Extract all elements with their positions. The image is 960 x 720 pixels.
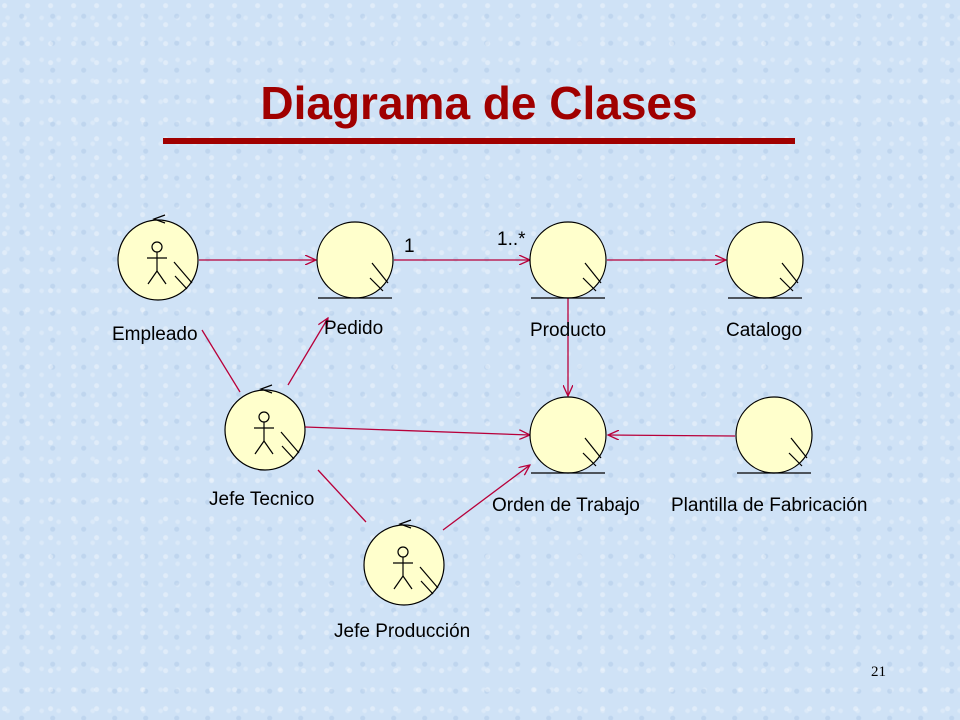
multiplicity-source: 1 [404,236,415,257]
edge-empleado-jefe-tecnico [201,329,241,393]
page-number: 21 [871,664,886,680]
node-label-pedido: Pedido [324,318,383,339]
actor-icon [254,411,274,455]
slide-title: Diagrama de Clases [260,77,698,129]
edge-jefe-tecnico-jefe-produccion [317,469,367,523]
node-jefe-produccion[interactable]: Jefe Producción [334,519,470,642]
node-empleado[interactable]: Empleado [112,214,199,345]
node-jefe-tecnico[interactable]: Jefe Tecnico [209,384,314,510]
node-label-jefe-produccion: Jefe Producción [334,621,470,642]
node-plantilla-fabricacion[interactable]: Plantilla de Fabricación [671,396,867,516]
edge-jefe-tecnico-orden-trabajo [304,426,530,435]
edge-jefe-tecnico-pedido [287,318,328,386]
node-label-empleado: Empleado [112,324,198,345]
node-label-catalogo: Catalogo [726,320,802,341]
multiplicity-target: 1..* [497,229,526,250]
edge-jefe-produccion-orden-trabajo [442,465,530,531]
node-producto[interactable]: Producto [529,221,607,341]
node-label-producto: Producto [530,320,606,341]
node-label-orden-trabajo: Orden de Trabajo [492,495,640,516]
node-orden-trabajo[interactable]: Orden de Trabajo [492,396,640,516]
actor-icon [147,241,167,285]
actor-icon [393,546,413,590]
edges [199,260,736,531]
title-underline [163,138,795,144]
edge-plantilla-orden-trabajo [608,435,736,436]
node-catalogo[interactable]: Catalogo [726,221,804,341]
node-label-jefe-tecnico: Jefe Tecnico [209,489,314,510]
node-label-plantilla-fabricacion: Plantilla de Fabricación [671,495,867,516]
node-pedido[interactable]: Pedido [316,221,394,339]
